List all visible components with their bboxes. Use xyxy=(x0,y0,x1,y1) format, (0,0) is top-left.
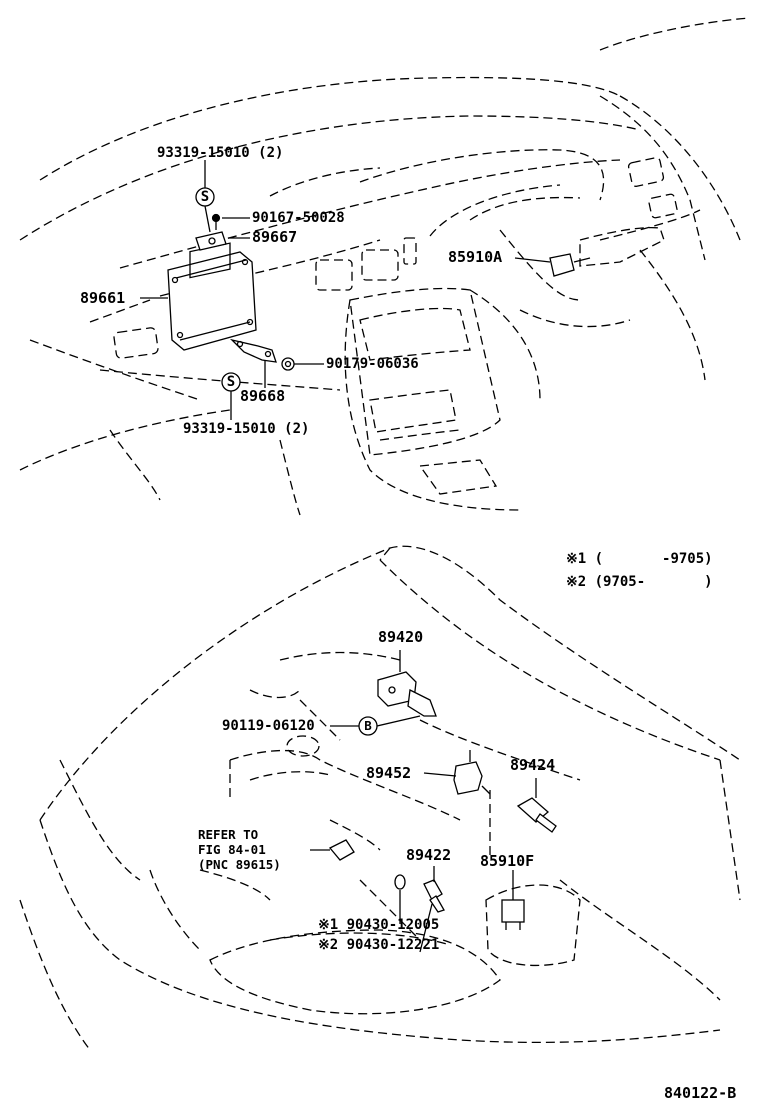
ecu-89661[interactable] xyxy=(167,242,257,351)
callout-bracket-top: 89667 xyxy=(252,228,298,246)
dashboard-outline xyxy=(19,17,751,516)
relay-85910F[interactable] xyxy=(501,870,525,930)
intake-temp-89422[interactable] xyxy=(423,866,445,913)
refer-line-3: (PNC 89615) xyxy=(198,857,281,872)
s-symbol-top-label: S xyxy=(200,189,210,205)
callout-relay-dash: 85910A xyxy=(448,248,503,266)
callout-intake-temp: 89422 xyxy=(406,846,452,864)
callout-relay-engine: 85910F xyxy=(480,852,535,870)
callout-bolt-top: 93319-15010 (2) xyxy=(157,145,284,161)
callout-bolt-b: 90119-06120 xyxy=(222,718,315,734)
vsv-89452[interactable] xyxy=(453,750,491,795)
map-sensor-89420[interactable] xyxy=(377,650,437,717)
refer-line-1: REFER TO xyxy=(198,827,259,842)
callout-vsv: 89452 xyxy=(366,764,412,782)
callout-gasket-2: ※2 90430-12221 xyxy=(318,937,440,953)
callout-nut: 90179-06036 xyxy=(326,356,419,372)
leader-lines-lower xyxy=(330,715,457,953)
temp-sensor-89424[interactable] xyxy=(516,778,557,833)
figure-id: 840122-B xyxy=(664,1084,737,1102)
callout-screw: 90167-50028 xyxy=(252,210,345,226)
callout-ecu: 89661 xyxy=(80,289,126,307)
b-symbol-label: B xyxy=(364,718,372,733)
leader-lines-upper xyxy=(140,160,551,420)
callout-gasket-1: ※1 90430-12005 xyxy=(318,917,440,933)
refer-line-2: FIG 84-01 xyxy=(198,842,266,857)
relay-85910A[interactable] xyxy=(549,226,665,277)
note-1: ※1 ( -9705) xyxy=(566,551,713,567)
callout-bolt-bottom: 93319-15010 (2) xyxy=(183,421,310,437)
refer-sensor[interactable] xyxy=(310,839,355,861)
bracket-89668[interactable] xyxy=(229,338,277,363)
nut-90179-06036[interactable] xyxy=(281,357,295,371)
callout-map-sensor: 89420 xyxy=(378,628,424,646)
gasket[interactable] xyxy=(394,874,406,918)
screw-90167-50028[interactable] xyxy=(211,213,221,231)
callout-bracket-bottom: 89668 xyxy=(240,387,286,405)
callout-temp-sensor: 89424 xyxy=(510,756,556,774)
note-2: ※2 (9705- ) xyxy=(566,574,713,590)
s-symbol-bottom-label: S xyxy=(226,374,236,390)
engine-bay-outline xyxy=(19,545,741,1051)
bracket-89667[interactable] xyxy=(195,231,227,251)
